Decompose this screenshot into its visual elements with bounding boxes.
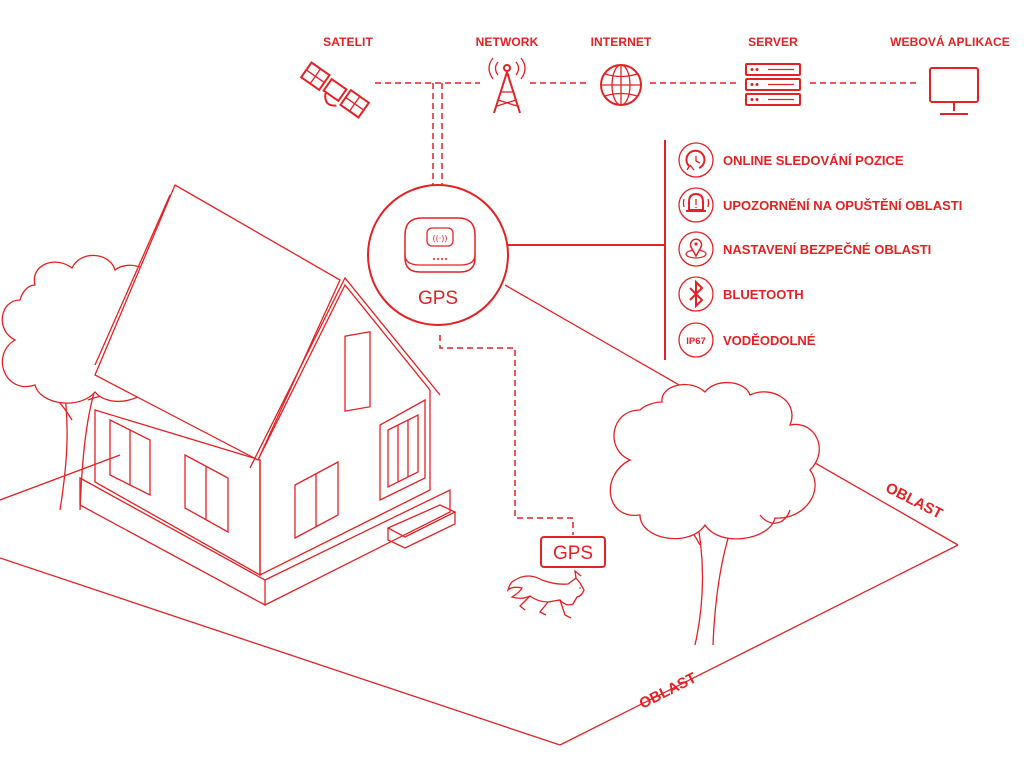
feature-item: ONLINE SLEDOVÁNÍ POZICE xyxy=(678,142,904,178)
feature-item: UPOZORNĚNÍ NA OPUŠTĚNÍ OBLASTI xyxy=(678,187,962,223)
monitor-icon xyxy=(929,67,979,115)
pet-tag-label: GPS xyxy=(553,543,593,564)
feature-label: NASTAVENÍ BEZPEČNÉ OBLASTI xyxy=(723,242,931,257)
bluetooth-icon xyxy=(689,279,704,309)
feature-label: ONLINE SLEDOVÁNÍ POZICE xyxy=(723,153,904,168)
area-label-right: OBLAST xyxy=(883,479,946,522)
gps-hub: ((·)) GPS xyxy=(367,184,509,326)
hub-label: GPS xyxy=(418,288,458,309)
house-illustration xyxy=(79,184,457,607)
node-label-network: NETWORK xyxy=(476,35,539,49)
feature-list: ONLINE SLEDOVÁNÍ POZICE UPOZORNĚNÍ NA OP… xyxy=(678,142,962,358)
feature-label: VODĚODOLNÉ xyxy=(723,333,816,348)
globe-icon xyxy=(600,64,642,106)
cell-tower-icon xyxy=(488,57,526,114)
safe-zone-pin-icon xyxy=(685,238,707,259)
feature-label: UPOZORNĚNÍ NA OPUŠTĚNÍ OBLASTI xyxy=(723,198,962,213)
gps-tracker-icon: ((·)) xyxy=(404,217,476,273)
dog-icon xyxy=(506,569,585,619)
tree-right xyxy=(609,381,820,646)
node-label-internet: INTERNET xyxy=(591,35,652,49)
network-chain xyxy=(375,82,918,190)
alarm-bell-icon xyxy=(682,192,710,212)
feature-item: IP67 VODĚODOLNÉ xyxy=(678,322,816,358)
svg-text:((·)): ((·)) xyxy=(432,234,447,243)
node-label-satelit: SATELIT xyxy=(323,35,373,49)
node-label-server: SERVER xyxy=(748,35,798,49)
feature-item: NASTAVENÍ BEZPEČNÉ OBLASTI xyxy=(678,231,931,267)
feature-item: BLUETOOTH xyxy=(678,276,804,312)
ip67-badge: IP67 xyxy=(686,336,706,347)
clock-location-icon xyxy=(685,149,706,171)
feature-label: BLUETOOTH xyxy=(723,287,804,302)
server-icon xyxy=(745,63,801,106)
pet-link xyxy=(439,335,574,535)
pet-gps-tag: GPS xyxy=(540,536,606,568)
satellite-icon xyxy=(299,61,371,119)
area-label-bottom: OBLAST xyxy=(637,669,700,712)
node-label-webova-aplikace: WEBOVÁ APLIKACE xyxy=(890,34,1010,49)
ip67-icon: IP67 xyxy=(686,336,706,347)
